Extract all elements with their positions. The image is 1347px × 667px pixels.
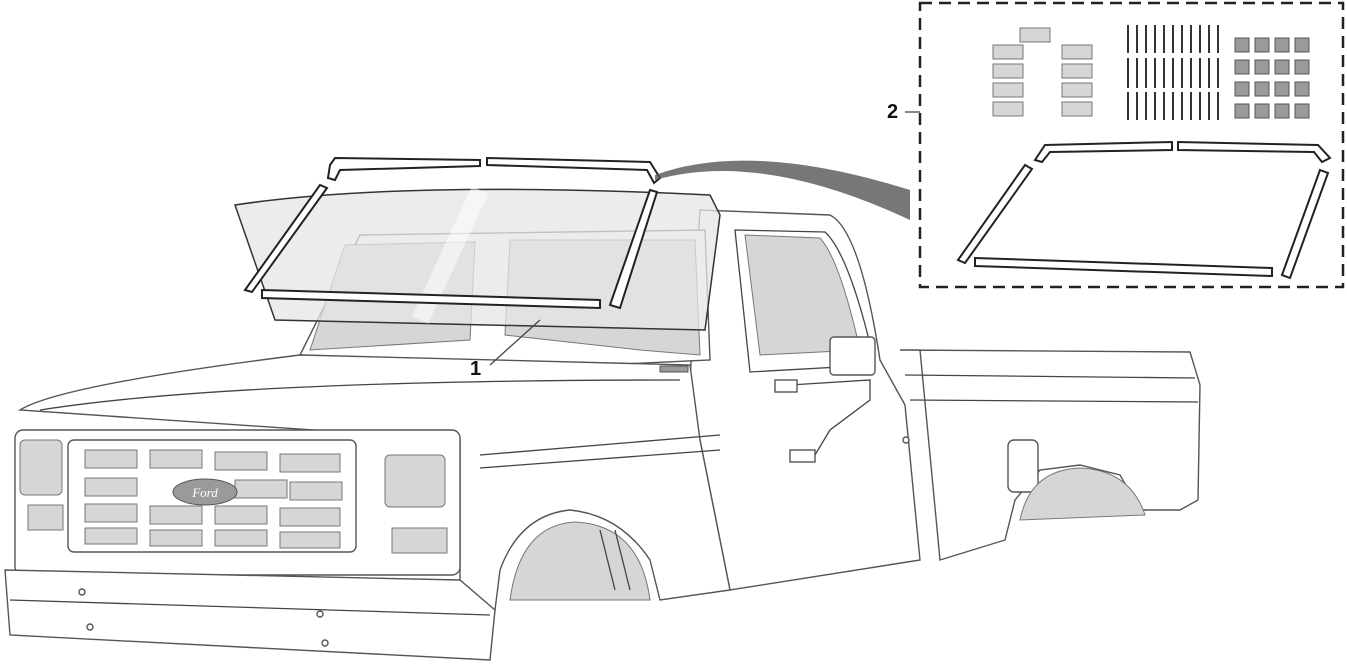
windshield-moldings <box>243 156 662 310</box>
headlight-right <box>384 454 446 508</box>
callout-1-windshield: 1 <box>470 358 482 380</box>
molding-kit-box <box>918 1 1345 289</box>
leader-lines <box>489 111 920 366</box>
headlight-left <box>19 439 63 496</box>
kit-moldings <box>956 140 1332 280</box>
nuts <box>1234 37 1310 119</box>
grille-slots <box>84 449 343 549</box>
rivets <box>1127 25 1219 120</box>
clips <box>992 27 1093 117</box>
callout-2-molding-kit: 2 <box>887 101 899 123</box>
ford-logo <box>172 478 238 506</box>
ford-logo-text: Ford <box>191 485 218 500</box>
